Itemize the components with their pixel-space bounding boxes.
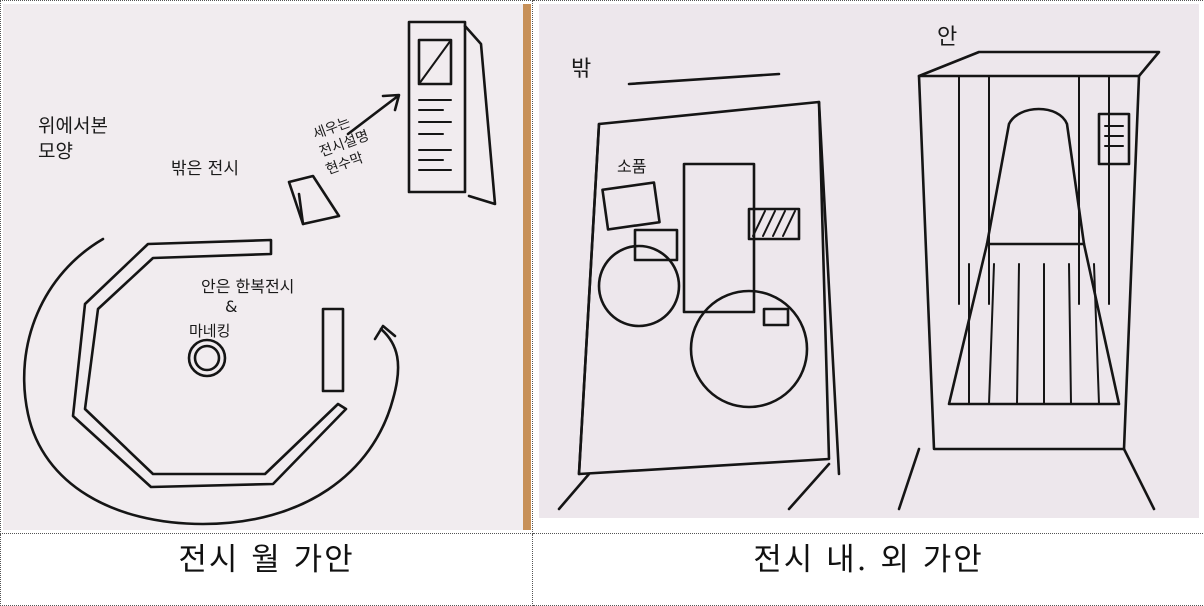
note-ampersand: & xyxy=(225,297,237,316)
note-outer-exhibit: 밖은 전시 xyxy=(171,159,239,179)
sketch-photo-inside-outside: 밖 안 소품 xyxy=(539,4,1199,518)
note-mannequin: 마네킹 xyxy=(189,322,230,340)
note-outside: 밖 xyxy=(571,57,591,82)
caption-exhibit-layout: 전시 월 가안 xyxy=(178,542,354,578)
right-caption-cell: 전시 내. 외 가안 xyxy=(533,534,1204,606)
right-photo-cell: 밖 안 소품 xyxy=(533,1,1204,534)
note-inside: 안 xyxy=(937,25,957,50)
note-inner-hanbok: 안은 한복전시 xyxy=(201,277,294,296)
note-props: 소품 xyxy=(617,157,646,176)
left-caption-cell: 전시 월 가안 xyxy=(1,534,533,606)
caption-exhibit-inside-outside: 전시 내. 외 가안 xyxy=(753,542,984,578)
